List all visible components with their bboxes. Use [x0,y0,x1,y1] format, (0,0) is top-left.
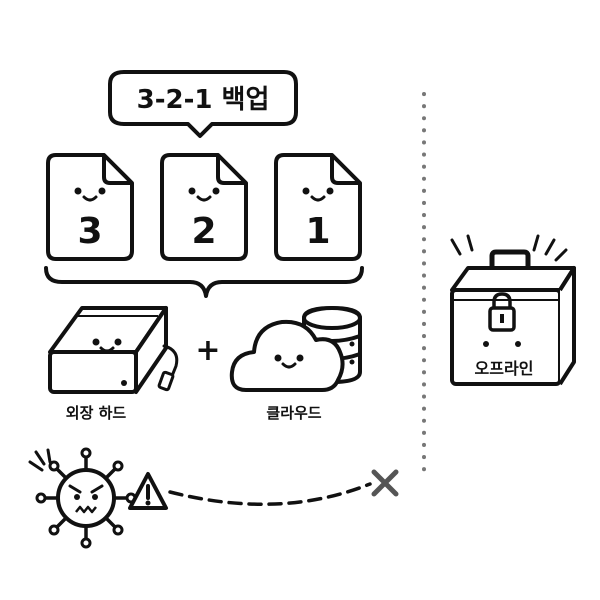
copy-1: 1 [274,153,362,261]
external-drive-label: 외장 하드 [66,404,127,422]
title-bubble: 3-2-1 백업 [108,70,298,138]
happy-document-icon [46,153,134,261]
angry-virus-icon [28,447,137,549]
copy-number: 3 [77,211,102,252]
happy-document-icon [160,153,248,261]
attack-path [168,482,372,506]
happy-document-icon [274,153,362,261]
copy-2: 2 [160,153,248,261]
external-hard-drive-icon [48,306,179,394]
grouping-brace [44,266,364,298]
external-drive: 외장 하드 [48,306,179,422]
offline-label: 오프라인 [475,359,534,378]
copy-number: 2 [191,211,216,252]
locked-toolbox-icon [450,234,576,386]
warning-triangle-icon [128,472,168,510]
title-text: 3-2-1 백업 [137,85,270,115]
offline-storage: 오프라인 [450,234,576,386]
copy-number: 1 [305,211,330,252]
cloud-database-icon [229,305,362,392]
x-mark-icon [371,469,399,497]
virus-threat [28,447,399,549]
cloud-label: 클라우드 [266,404,321,422]
plus-sign: + [195,333,220,368]
copy-3: 3 [46,153,134,261]
cloud-storage: 클라우드 [229,305,362,422]
